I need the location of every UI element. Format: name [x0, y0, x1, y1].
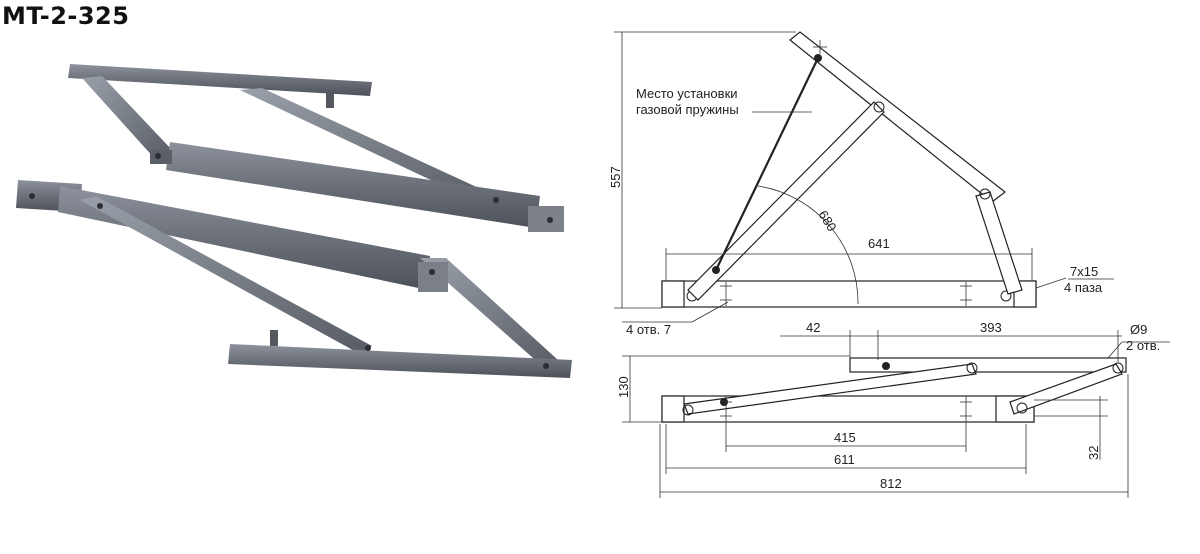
closed-view-drawing: 42 393 Ø9 2 отв. 130 32 415 611 812 — [616, 320, 1170, 498]
dia-label: Ø9 — [1130, 322, 1147, 337]
dim-557: 557 — [608, 166, 623, 188]
slot-count-label: 4 паза — [1064, 280, 1103, 295]
dim-42: 42 — [806, 320, 820, 335]
mechanism-photo — [16, 64, 572, 378]
top-plate — [849, 357, 1127, 373]
holes-label: 4 отв. 7 — [626, 322, 671, 337]
base-bar — [661, 280, 1037, 308]
dim-812: 812 — [880, 476, 902, 491]
upper-mechanism — [68, 64, 564, 232]
right-link — [975, 191, 1023, 295]
dim-130: 130 — [616, 376, 631, 398]
dim-611: 611 — [834, 452, 855, 467]
lower-mechanism — [16, 180, 572, 378]
closed-link-1 — [683, 363, 977, 415]
long-link — [687, 101, 885, 301]
annotation-line-2: газовой пружины — [636, 102, 739, 117]
dim-393: 393 — [980, 320, 1002, 335]
dim-415: 415 — [834, 430, 856, 445]
lid-arm — [789, 31, 1006, 203]
model-title: MT-2-325 — [2, 2, 130, 30]
dim-32: 32 — [1086, 446, 1101, 460]
open-view-drawing: Место установки газовой пружины 557 680 … — [608, 31, 1114, 337]
slot-size-label: 7x15 — [1070, 264, 1098, 279]
left-bracket — [661, 280, 685, 308]
closed-link-2 — [1009, 363, 1123, 415]
dim-641: 641 — [868, 236, 890, 251]
annotation-line-1: Место установки — [636, 86, 738, 101]
dim-680: 680 — [815, 208, 839, 234]
dia-count: 2 отв. — [1126, 338, 1160, 353]
gas-spring — [715, 57, 819, 271]
